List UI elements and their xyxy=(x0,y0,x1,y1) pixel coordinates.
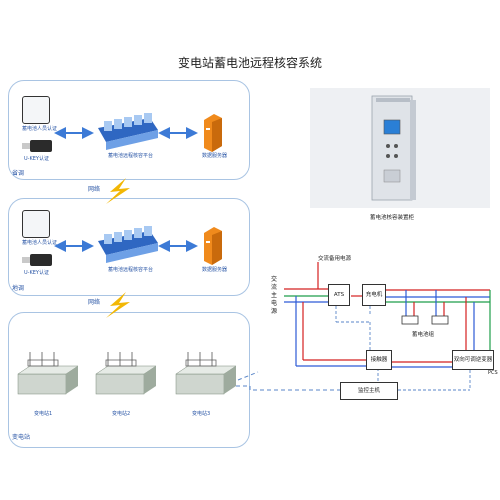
network-bolt-2 xyxy=(106,292,130,318)
charger-box: 充电机 xyxy=(362,284,386,306)
city-ukey-icon xyxy=(22,254,52,266)
battery-group-label: 蓄电池组 xyxy=(412,332,435,338)
ats-box: ATS xyxy=(328,284,350,306)
cabinet-photo xyxy=(310,88,490,208)
contactor-box: 接触器 xyxy=(366,350,392,370)
network-label-2: 网络 xyxy=(88,299,101,306)
battery-icons xyxy=(401,315,449,325)
monitor-host-box: 监控主机 xyxy=(340,382,398,400)
schematic-wiring xyxy=(284,262,491,368)
city-server-label: 数据服务器 xyxy=(202,267,228,273)
pcs-label: PCS xyxy=(488,370,498,376)
network-label-1: 网络 xyxy=(88,186,101,193)
province-usb-label: U-KEY认证 xyxy=(24,156,49,162)
province-server-icon xyxy=(204,114,222,152)
diagram-title: 变电站蓄电池远程核容系统 xyxy=(177,56,322,70)
province-server-label: 数据服务器 xyxy=(202,153,228,159)
converter-box: 双向可调逆变器 xyxy=(452,350,494,370)
substation-3-icon xyxy=(175,352,237,395)
city-app-label: 蓄电池远程核容平台 xyxy=(108,267,154,273)
substation-section-label: 变电站 xyxy=(12,434,31,441)
cabinet-caption: 蓄电池核容装置柜 xyxy=(370,215,415,221)
ac-backup-source-label: 交流备用电源 xyxy=(318,256,352,262)
province-app-label: 蓄电池远程核容平台 xyxy=(108,153,154,159)
substation-2-label: 变电站2 xyxy=(112,411,131,417)
network-bolt-1 xyxy=(106,178,130,204)
substation-3-label: 变电站3 xyxy=(192,411,211,417)
city-server-icon xyxy=(204,227,222,265)
province-key-label: 蓄电池人员认证 xyxy=(22,126,58,132)
schematic-control-lines xyxy=(335,306,471,391)
link-substation-monitor xyxy=(236,385,340,391)
city-platform-icon xyxy=(98,226,158,263)
province-section-label: 省调 xyxy=(12,170,25,177)
city-usb-label: U-KEY认证 xyxy=(24,270,49,276)
city-auth-key-icon xyxy=(22,210,50,238)
province-platform-icon xyxy=(98,113,158,150)
substation-1-label: 变电站1 xyxy=(34,411,53,417)
substation-2-icon xyxy=(95,352,157,395)
substation-1-icon xyxy=(17,352,79,395)
city-section-label: 地调 xyxy=(12,285,25,292)
province-auth-key-icon xyxy=(22,96,50,124)
ac-main-source-label: 交流主电源 xyxy=(270,276,277,315)
city-key-label: 蓄电池人员认证 xyxy=(22,240,58,246)
province-ukey-icon xyxy=(22,140,52,152)
